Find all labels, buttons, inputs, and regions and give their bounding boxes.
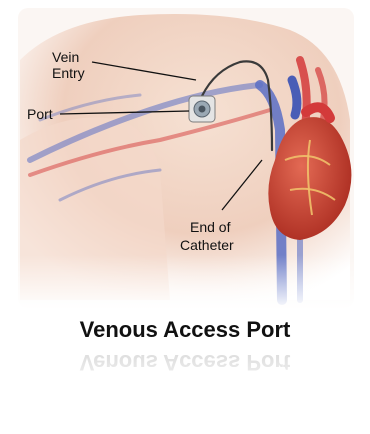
end-of-catheter-label-line2: Catheter (180, 237, 234, 253)
port-label: Port (27, 106, 53, 122)
vein-entry-label-line2: Entry (52, 65, 85, 81)
reflection-fade (18, 340, 354, 400)
end-of-catheter-label-line1: End of (190, 219, 231, 235)
diagram-title: Venous Access Port (80, 317, 291, 342)
vein-entry-label-line1: Vein (52, 49, 79, 65)
port-device (189, 96, 215, 122)
bottom-fade (18, 255, 354, 310)
